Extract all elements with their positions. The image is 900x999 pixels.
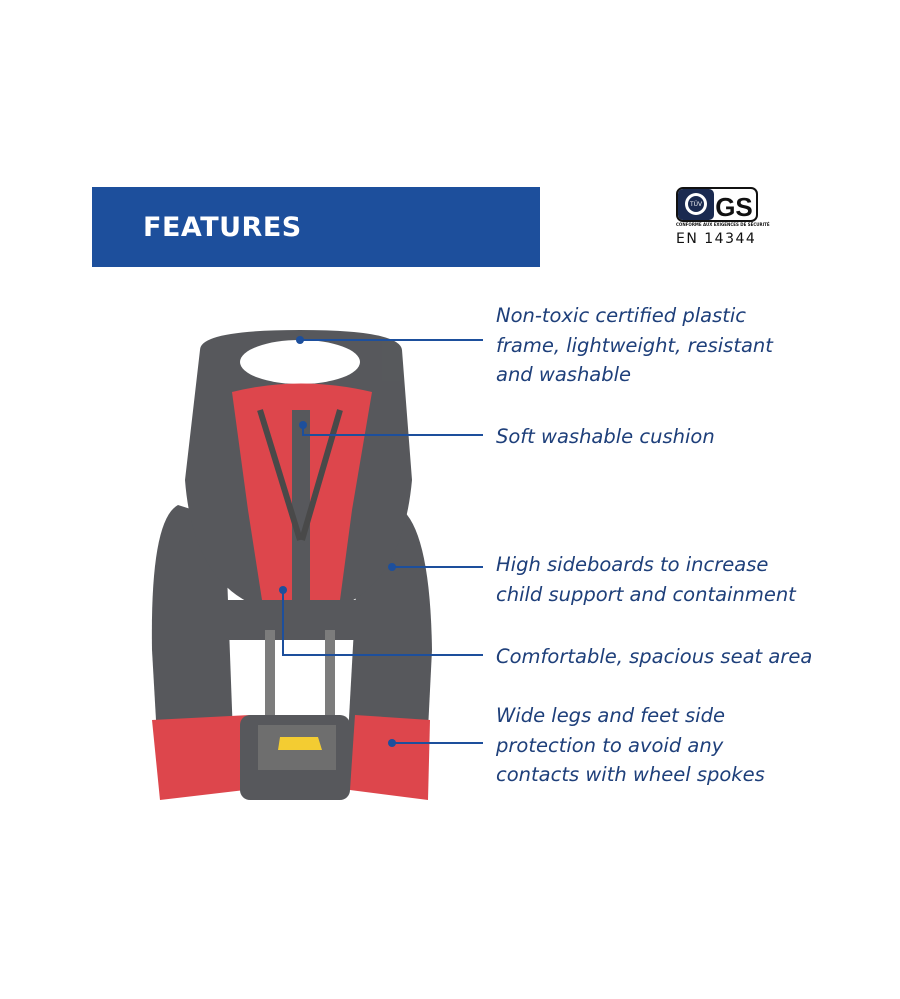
cert-standard: EN 14344 xyxy=(676,231,757,247)
features-banner: FEATURES xyxy=(92,187,540,267)
certification-badge: TÜV GS CONFORME AUX EXIGENCES DE SÉCURIT… xyxy=(676,187,770,247)
feature-cushion: Soft washable cushion xyxy=(496,425,715,448)
feature-seat-area: Comfortable, spacious seat area xyxy=(496,645,813,668)
tuv-gs-logo: TÜV GS xyxy=(676,187,758,222)
feature-frame: Non-toxic certified plastic frame, light… xyxy=(496,304,773,386)
feature-sideboards: High sideboards to increase child suppor… xyxy=(496,553,796,606)
svg-text:GS: GS xyxy=(715,192,753,222)
banner-title: FEATURES xyxy=(143,212,302,243)
cert-subtitle: CONFORME AUX EXIGENCES DE SÉCURITÉ xyxy=(676,222,770,227)
feature-foot-protection: Wide legs and feet side protection to av… xyxy=(496,704,765,786)
svg-text:TÜV: TÜV xyxy=(690,201,702,208)
